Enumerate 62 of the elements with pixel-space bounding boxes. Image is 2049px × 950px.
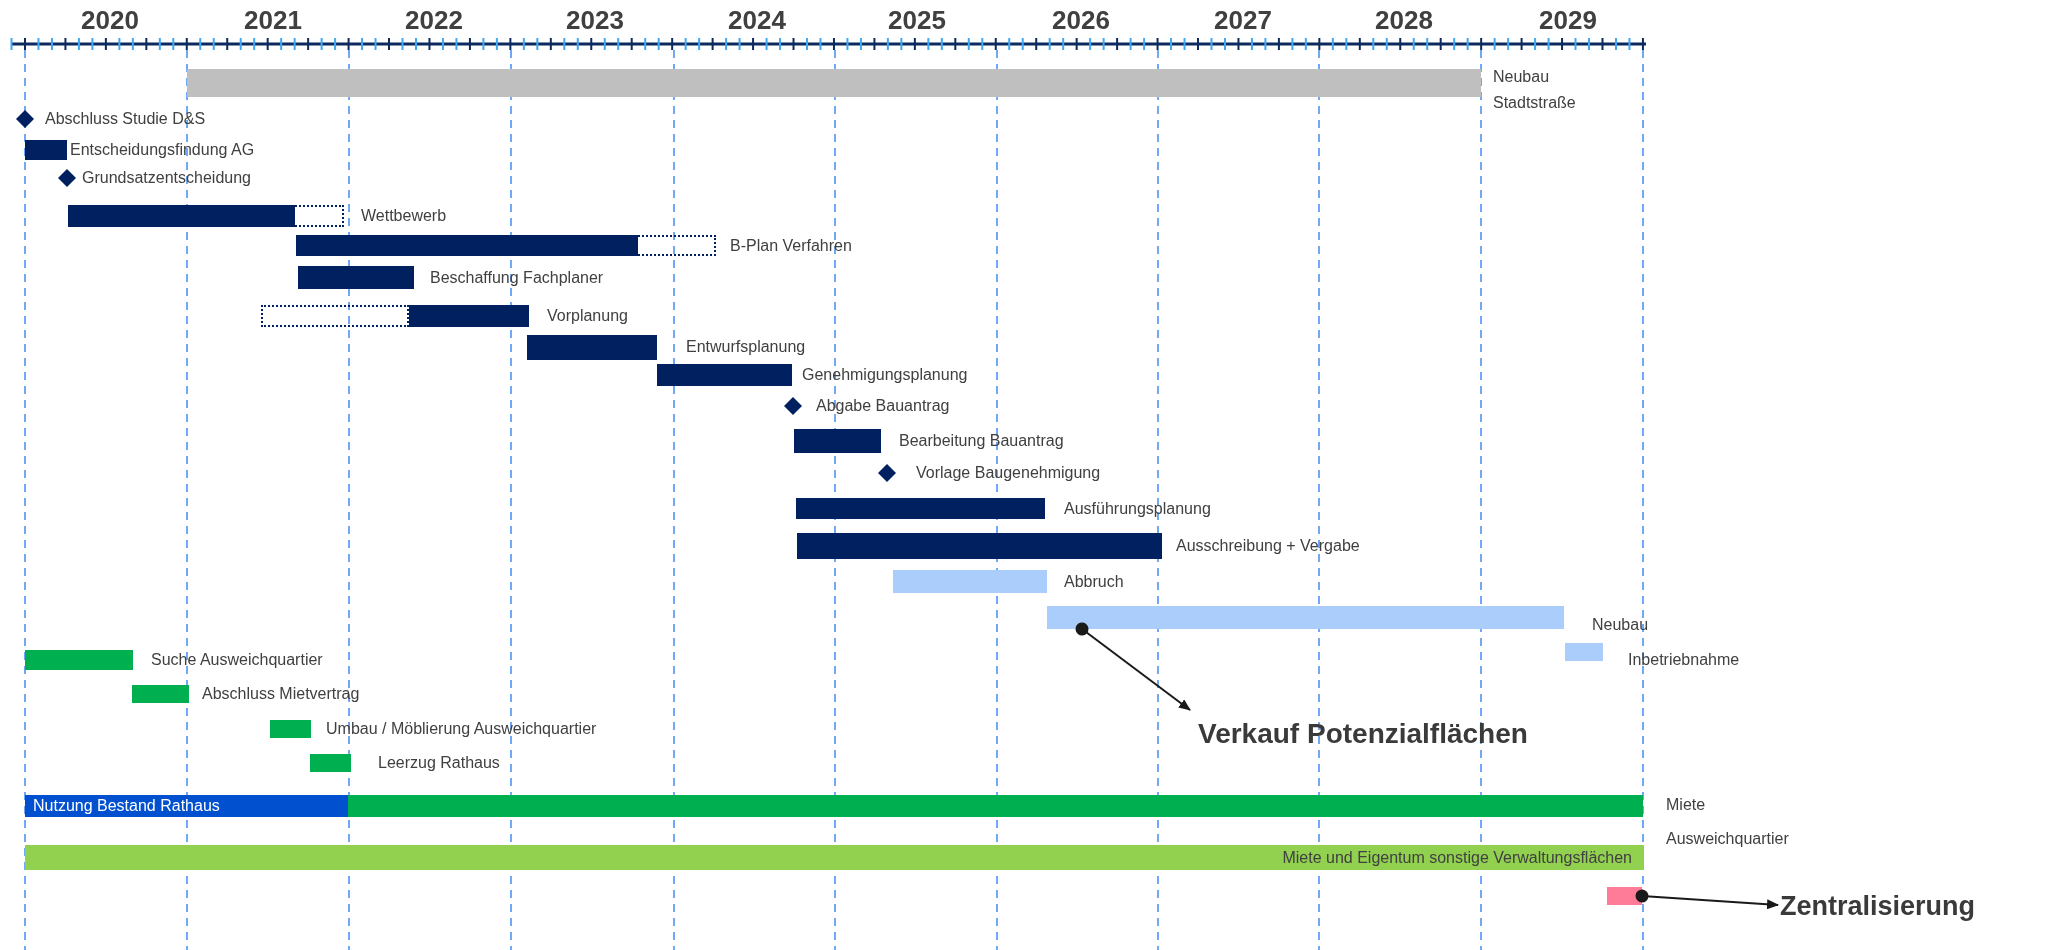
year-label: 2028 xyxy=(1375,5,1433,35)
callout-text: Verkauf Potenzialflächen xyxy=(1198,714,1583,756)
year-label: 2020 xyxy=(81,5,139,35)
year-label: 2029 xyxy=(1539,5,1597,35)
timeline-bar xyxy=(25,650,133,670)
task-label: Vorlage Baugenehmigung xyxy=(916,463,1101,483)
task-label: Bearbeitung Bauantrag xyxy=(899,431,1064,451)
task-label: Entwurfsplanung xyxy=(686,337,806,357)
timeline-bar xyxy=(657,364,792,386)
task-label: Abbruch xyxy=(1064,571,1124,592)
timeline-bar xyxy=(797,533,1162,559)
timeline-bar xyxy=(893,570,1047,593)
task-label: Neubau xyxy=(1592,615,1649,635)
year-label: 2026 xyxy=(1052,5,1110,35)
callout-text: Zentralisierung xyxy=(1780,886,2042,926)
year-label: 2025 xyxy=(888,5,946,35)
year-label: 2024 xyxy=(728,5,786,35)
task-label: Suche Ausweichquartier xyxy=(151,650,323,670)
timeline-bar xyxy=(796,498,1045,519)
year-label: 2027 xyxy=(1214,5,1272,35)
year-label: 2021 xyxy=(244,5,302,35)
timeline-bar xyxy=(261,305,529,327)
milestone-diamond xyxy=(784,397,802,415)
year-label: 2023 xyxy=(566,5,624,35)
task-label: Miete Ausweichquartier xyxy=(1666,795,1790,849)
task-label: Umbau / Möblierung Ausweichquartier xyxy=(326,719,597,739)
timeline-bar xyxy=(1047,606,1564,629)
milestone-diamond xyxy=(16,110,34,128)
year-label: 2022 xyxy=(405,5,463,35)
timeline-bar: Miete und Eigentum sonstige Verwaltungsflächen xyxy=(25,845,1644,870)
timeline-bar xyxy=(310,754,351,772)
timeline-bar xyxy=(298,266,414,289)
task-label: Abgabe Bauantrag xyxy=(816,396,950,416)
task-label: Entscheidungsfindung AG xyxy=(70,140,255,160)
task-label: B-Plan Verfahren xyxy=(730,235,852,256)
milestone-diamond xyxy=(58,169,76,187)
timeline-bar xyxy=(794,429,881,453)
task-label: Ausführungsplanung xyxy=(1064,498,1211,519)
timeline-bar: Nutzung Bestand Rathaus xyxy=(25,795,348,817)
task-label: Beschaffung Fachplaner xyxy=(430,267,604,288)
arrow xyxy=(1635,889,1779,910)
task-label: Leerzug Rathaus xyxy=(378,753,500,773)
timeline-bar xyxy=(527,335,657,360)
timeline-bar xyxy=(1565,643,1603,661)
timeline-bar xyxy=(132,685,189,703)
task-label: Inbetriebnahme xyxy=(1628,650,1740,670)
timeline-bar xyxy=(68,205,344,227)
task-label: Abschluss Mietvertrag xyxy=(202,684,360,704)
arrow xyxy=(1075,622,1191,711)
task-label: Vorplanung xyxy=(547,306,628,326)
milestone-diamond xyxy=(878,464,896,482)
task-label: Neubau Stadtstraße xyxy=(1493,67,1577,113)
timeline-bar xyxy=(348,795,1643,817)
timeline-bar xyxy=(25,140,67,160)
task-label: Grundsatzentscheidung xyxy=(82,168,251,188)
timeline-bar xyxy=(270,720,311,738)
task-label: Wettbewerb xyxy=(361,206,447,226)
timeline-bar xyxy=(187,69,1481,97)
task-label: Genehmigungsplanung xyxy=(802,365,968,385)
timeline-bar xyxy=(296,235,716,256)
task-label: Abschluss Studie D&S xyxy=(45,109,206,129)
task-label: Ausschreibung + Vergabe xyxy=(1176,536,1360,556)
